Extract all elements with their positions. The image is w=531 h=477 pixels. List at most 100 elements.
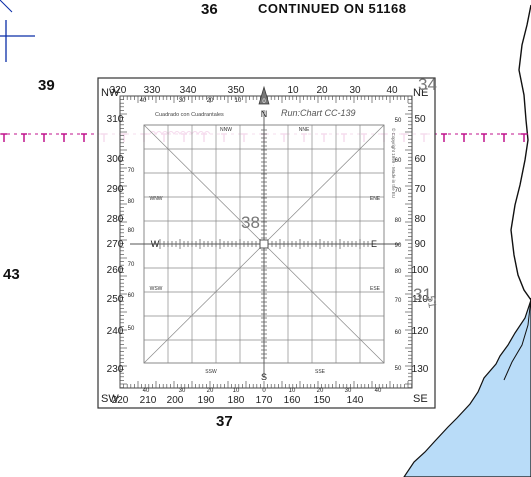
course-plotter: 0 NW NE SW SE Run:Chart CC-139 Cuadrado … xyxy=(97,77,436,409)
chart-number-37: 37 xyxy=(216,413,233,430)
quadrant-right-1: 60 xyxy=(395,158,402,164)
bearing-bottom-170: 170 xyxy=(256,395,273,406)
point-nnw: NNW xyxy=(220,127,232,133)
bearing-top-20: 20 xyxy=(316,85,328,96)
quadrant-left-0: 70 xyxy=(128,168,135,174)
bearing-bottom-180: 180 xyxy=(228,395,245,406)
quadrant-right-8: 50 xyxy=(395,366,402,372)
quadrant-right-0: 50 xyxy=(395,118,402,124)
bearing-right-70: 70 xyxy=(414,184,426,195)
point-ese: ESE xyxy=(370,286,381,292)
bearing-top-40: 40 xyxy=(386,85,398,96)
cardinal-w: W xyxy=(151,239,160,249)
quadrant-bottom-5: 10 xyxy=(289,388,296,394)
bearing-left-270: 270 xyxy=(107,239,124,250)
quadrant-left-3: 70 xyxy=(128,262,135,268)
quadrant-bottom-0: 40 xyxy=(143,388,150,394)
center-pivot xyxy=(259,239,269,249)
corner-nw: NW xyxy=(101,87,120,99)
quadrant-top-1: 30 xyxy=(179,98,186,104)
bearing-bottom-150: 150 xyxy=(314,395,331,406)
quadrant-left-1: 80 xyxy=(128,199,135,205)
bearing-bottom-210: 210 xyxy=(140,395,157,406)
corner-se: SE xyxy=(413,393,428,405)
bearing-top-30: 30 xyxy=(349,85,361,96)
north-zero-label: 0 xyxy=(262,99,266,105)
water-area xyxy=(403,299,531,477)
plotter-brand: Run:Chart CC-139 xyxy=(281,108,356,118)
quadrant-top-0: 40 xyxy=(140,98,147,104)
bearing-right-60: 60 xyxy=(414,154,426,165)
bearing-top-320: 320 xyxy=(110,85,127,96)
bearing-right-50: 50 xyxy=(414,114,426,125)
quadrant-right-3: 80 xyxy=(395,218,402,224)
plotter-scale-ticks xyxy=(119,95,412,388)
quadrant-bottom-6: 20 xyxy=(317,388,324,394)
bearing-right-110: 110 xyxy=(412,294,428,305)
chart-number-31: 31 xyxy=(413,285,432,304)
plotter-subtitle: Cuadrado con Cuadrantales xyxy=(155,112,224,118)
bearing-bottom-220: 220 xyxy=(112,395,129,406)
cardinal-s: S xyxy=(261,372,267,382)
quadrant-right-4: 90 xyxy=(395,243,402,249)
bearing-bottom-200: 200 xyxy=(167,395,184,406)
bearing-top-340: 340 xyxy=(180,85,197,96)
bearing-right-120: 120 xyxy=(412,326,429,337)
chart-number-51: 51 xyxy=(424,294,439,310)
bearing-left-310: 310 xyxy=(107,114,124,125)
quadrant-right-6: 70 xyxy=(395,298,402,304)
bearing-left-250: 250 xyxy=(107,294,124,305)
bearing-bottom-160: 160 xyxy=(284,395,301,406)
bearing-right-100: 100 xyxy=(412,265,429,276)
chart-number-39: 39 xyxy=(38,77,55,94)
corner-ne: NE xyxy=(413,87,428,99)
depth-contour xyxy=(503,297,531,381)
bearing-left-230: 230 xyxy=(107,364,124,375)
quadrant-bottom-3: 10 xyxy=(233,388,240,394)
quadrant-top-2: 20 xyxy=(207,98,214,104)
bearing-left-300: 300 xyxy=(107,154,124,165)
bearing-bottom-140: 140 xyxy=(347,395,364,406)
chart-number-36: 36 xyxy=(201,1,218,18)
quadrant-bottom-7: 30 xyxy=(345,388,352,394)
chart-number-38: 38 xyxy=(241,213,260,232)
cardinal-n: N xyxy=(261,109,268,119)
bearing-top-350: 350 xyxy=(228,85,245,96)
bearing-left-240: 240 xyxy=(107,326,124,337)
coastline xyxy=(510,4,531,301)
quadrant-right-2: 70 xyxy=(395,188,402,194)
bearing-top-10: 10 xyxy=(287,85,299,96)
plotter-copyright: © Copyright 1999 · Made in the EU xyxy=(391,128,397,198)
grid-crosshair-edge xyxy=(0,0,13,13)
bearing-right-90: 90 xyxy=(414,239,426,250)
quadrant-bottom-1: 30 xyxy=(179,388,186,394)
bearing-bottom-190: 190 xyxy=(198,395,215,406)
point-wnw: WNW xyxy=(149,196,162,202)
chart-number-34: 34 xyxy=(418,75,437,94)
continued-on-label: CONTINUED ON 51168 xyxy=(258,1,407,16)
quadrant-left-2: 80 xyxy=(128,228,135,234)
cardinal-e: E xyxy=(371,239,377,249)
bearing-left-260: 260 xyxy=(107,265,124,276)
quadrant-left-4: 60 xyxy=(128,293,135,299)
quadrant-bottom-8: 40 xyxy=(375,388,382,394)
bearing-top-330: 330 xyxy=(144,85,161,96)
quadrant-right-7: 60 xyxy=(395,330,402,336)
point-nne: NNE xyxy=(299,127,310,133)
bearing-right-80: 80 xyxy=(414,214,426,225)
quadrant-bottom-4: 0 xyxy=(262,388,266,394)
quadrant-left-5: 50 xyxy=(128,326,135,332)
point-ssw: SSW xyxy=(205,369,217,375)
corner-sw: SW xyxy=(101,393,119,405)
chart-number-43: 43 xyxy=(3,266,20,283)
bearing-left-290: 290 xyxy=(107,184,124,195)
north-arrow-icon xyxy=(258,85,270,105)
point-wsw: WSW xyxy=(150,286,163,292)
quadrant-right-5: 80 xyxy=(395,269,402,275)
quadrant-bottom-2: 20 xyxy=(207,388,214,394)
point-ene: ENE xyxy=(370,196,381,202)
axis-tick-marks xyxy=(159,129,369,359)
bearing-right-130: 130 xyxy=(412,364,429,375)
